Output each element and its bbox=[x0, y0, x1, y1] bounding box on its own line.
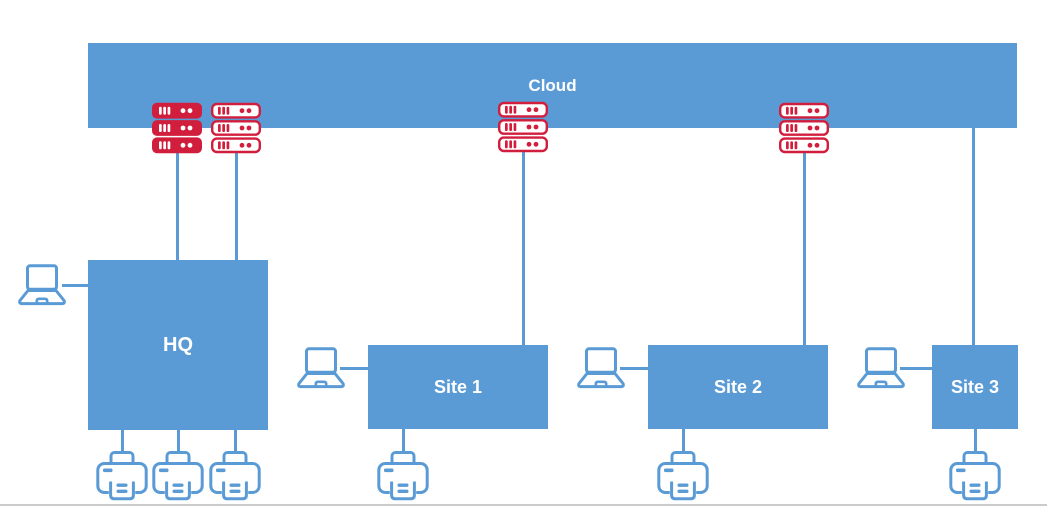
site1-label: Site 1 bbox=[433, 376, 483, 397]
server-stack-outline-icon[interactable] bbox=[210, 102, 262, 154]
connector-site2-servers bbox=[802, 150, 806, 345]
connector-hq-printer-2 bbox=[176, 430, 180, 454]
connector-hq-printer-1 bbox=[120, 430, 124, 454]
connector-hq-laptop bbox=[62, 283, 89, 287]
connector-site1-servers bbox=[521, 150, 525, 345]
connector-site2-laptop bbox=[620, 366, 649, 370]
printer-icon[interactable] bbox=[377, 451, 429, 501]
printer-icon[interactable] bbox=[657, 451, 709, 501]
server-stack-outline-icon[interactable] bbox=[778, 102, 830, 154]
server-stack-outline-icon[interactable] bbox=[497, 101, 549, 153]
laptop-icon[interactable] bbox=[296, 347, 346, 391]
server-stack-filled-icon[interactable] bbox=[151, 102, 203, 154]
printer-icon[interactable] bbox=[209, 451, 261, 501]
connector-site3-laptop bbox=[900, 366, 933, 370]
connector-site1-laptop bbox=[340, 366, 369, 370]
laptop-icon[interactable] bbox=[856, 347, 906, 391]
connector-hq-servers-2 bbox=[234, 150, 238, 260]
site1-node[interactable]: Site 1 bbox=[368, 345, 548, 429]
printer-icon[interactable] bbox=[152, 451, 204, 501]
connector-site2-printer bbox=[681, 429, 685, 454]
hq-node[interactable]: HQ bbox=[88, 260, 268, 430]
connector-site3-cloud bbox=[971, 127, 975, 345]
site2-node[interactable]: Site 2 bbox=[648, 345, 828, 429]
printer-icon[interactable] bbox=[96, 451, 148, 501]
printer-icon[interactable] bbox=[949, 451, 1001, 501]
hq-label: HQ bbox=[163, 333, 193, 356]
site3-node[interactable]: Site 3 bbox=[932, 345, 1018, 429]
page-divider bbox=[0, 504, 1047, 506]
connector-site1-printer bbox=[401, 429, 405, 454]
laptop-icon[interactable] bbox=[17, 264, 67, 308]
connector-hq-servers-1 bbox=[175, 150, 179, 260]
connector-hq-printer-3 bbox=[233, 430, 237, 454]
laptop-icon[interactable] bbox=[576, 347, 626, 391]
site3-label: Site 3 bbox=[950, 376, 1000, 397]
cloud-label: Cloud bbox=[528, 75, 577, 95]
connector-site3-printer bbox=[973, 429, 977, 454]
site2-label: Site 2 bbox=[713, 376, 763, 397]
